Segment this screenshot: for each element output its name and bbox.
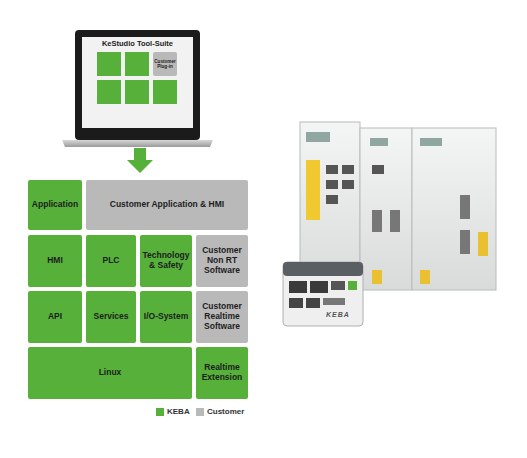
stack-box: Customer Non RT Software bbox=[196, 235, 248, 287]
legend-item: Customer bbox=[196, 407, 244, 416]
stack-box: Application bbox=[28, 180, 82, 230]
laptop-bezel bbox=[75, 30, 200, 140]
box-label: Application bbox=[32, 200, 78, 210]
laptop-base bbox=[62, 140, 213, 147]
device-logo: KEBA bbox=[326, 311, 350, 318]
stack-box: Technology & Safety bbox=[140, 235, 192, 287]
box-label: HMI bbox=[47, 256, 63, 266]
box-label: Customer Plug-in bbox=[154, 59, 175, 70]
flow-arrow bbox=[127, 148, 153, 173]
stack-box: Realtime Extension bbox=[196, 347, 248, 399]
legend-text: KEBA bbox=[167, 407, 190, 416]
legend-swatch bbox=[156, 408, 164, 416]
box-label: PLC bbox=[103, 256, 120, 266]
stack-box: PLC bbox=[86, 235, 136, 287]
controller-unit bbox=[283, 262, 363, 326]
box-label: KeStudio Tool-Suite bbox=[102, 40, 173, 49]
box-label: Services bbox=[94, 312, 129, 322]
screen-panel: KeStudio Tool-SuiteCustomer Plug-in bbox=[82, 37, 193, 128]
box-label: Linux bbox=[99, 368, 122, 378]
screen-tile bbox=[153, 80, 177, 104]
stack-box: Services bbox=[86, 291, 136, 343]
stack-box: API bbox=[28, 291, 82, 343]
box-label: I/O-System bbox=[144, 312, 188, 322]
screen-tile bbox=[97, 52, 121, 76]
laptop-display bbox=[82, 37, 193, 128]
stack-box: Customer Plug-in bbox=[153, 52, 177, 76]
legend-text: Customer bbox=[207, 407, 244, 416]
stack-box: I/O-System bbox=[140, 291, 192, 343]
box-label: Customer Non RT Software bbox=[198, 246, 246, 275]
box-label: Technology & Safety bbox=[142, 251, 190, 271]
legend-item: KEBA bbox=[156, 407, 190, 416]
screen-tile bbox=[97, 80, 121, 104]
stack-box: Linux bbox=[28, 347, 192, 399]
legend-swatch bbox=[196, 408, 204, 416]
screen-tile bbox=[125, 80, 149, 104]
box-label: Customer Realtime Software bbox=[198, 302, 246, 331]
stack-box: Customer Realtime Software bbox=[196, 291, 248, 343]
stack-box: HMI bbox=[28, 235, 82, 287]
box-label: API bbox=[48, 312, 62, 322]
box-label: Realtime Extension bbox=[198, 363, 246, 383]
stack-box: Customer Application & HMI bbox=[86, 180, 248, 230]
box-label: Customer Application & HMI bbox=[110, 200, 224, 210]
screen-tile bbox=[125, 52, 149, 76]
